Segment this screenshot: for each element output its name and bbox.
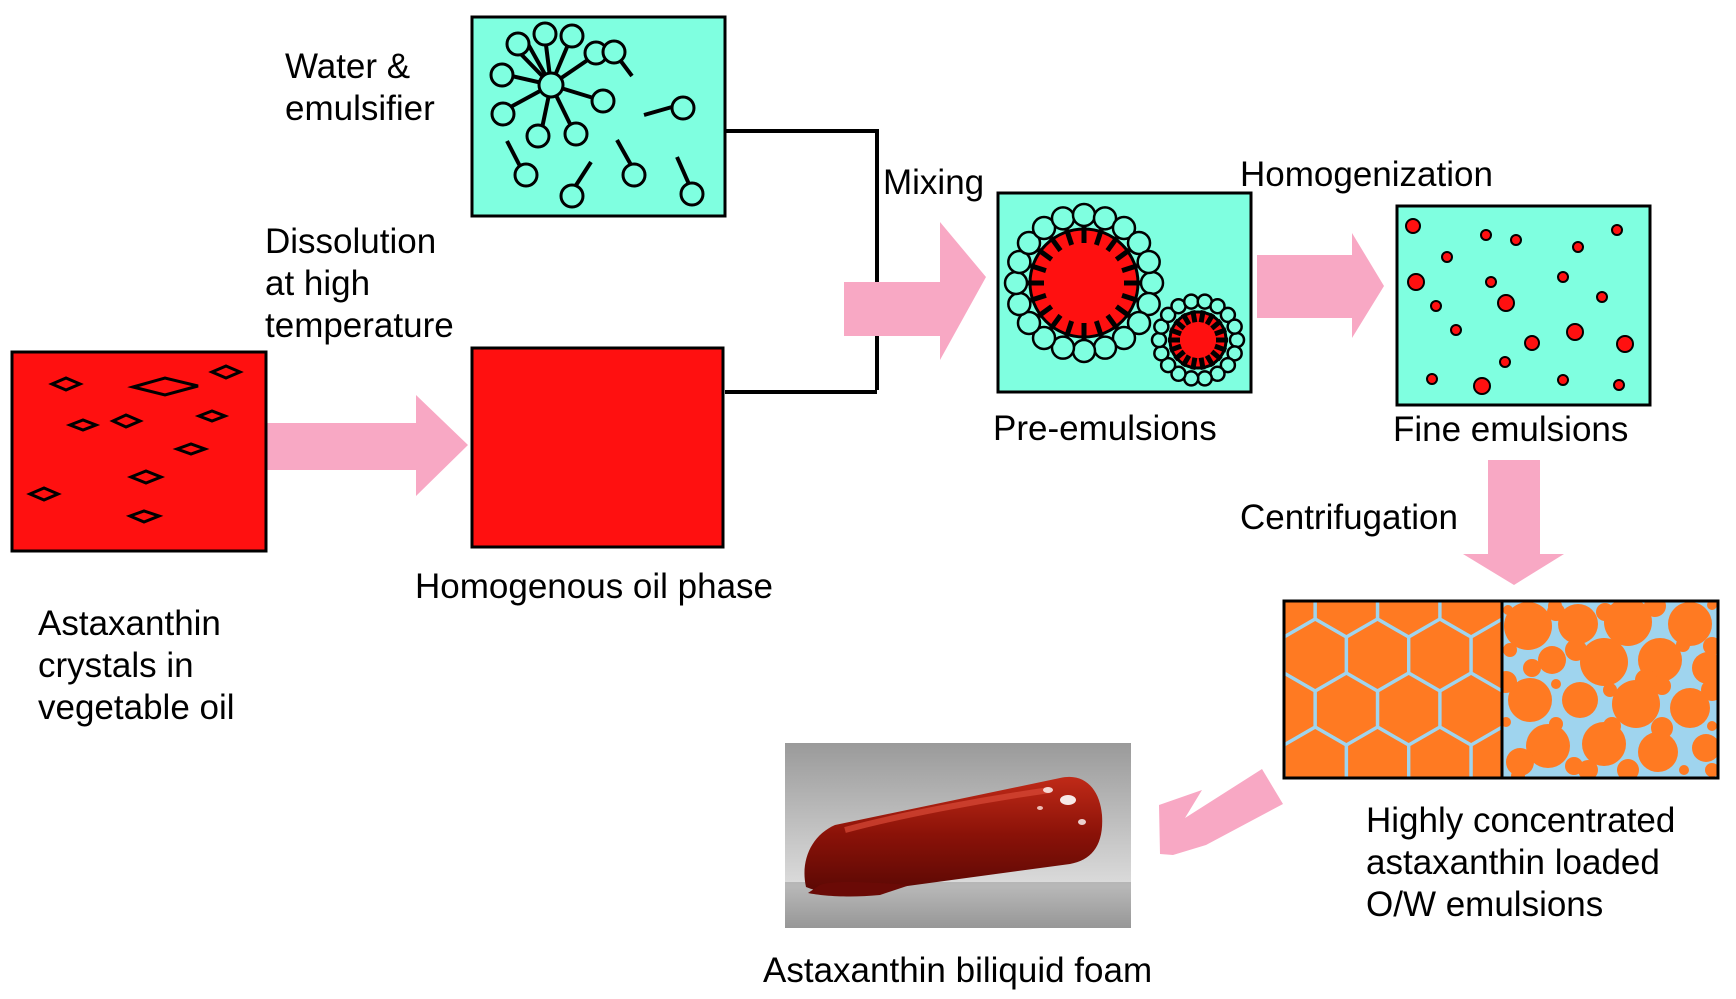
label-homogenous-oil: Homogenous oil phase [415, 567, 774, 606]
arrow-mixing [844, 222, 986, 360]
label-dissolution: Dissolution at high temperature [265, 222, 454, 345]
label-homogenization: Homogenization [1240, 155, 1493, 194]
arrow-homogenization [1257, 233, 1384, 338]
label-water-emulsifier: Water & emulsifier [285, 47, 435, 128]
label-mixing: Mixing [883, 163, 985, 202]
label-fine-emulsions: Fine emulsions [1393, 410, 1629, 449]
label-centrifugation: Centrifugation [1240, 498, 1458, 537]
crystal-icons [26, 364, 244, 524]
pre-emulsion-droplets [1003, 202, 1246, 387]
polyhedral-foam-cells [1284, 601, 1502, 778]
spherical-foam-cells [1502, 601, 1718, 778]
connector-line-water [725, 129, 879, 390]
arrow-dissolution [266, 395, 468, 496]
label-astaxanthin-crystals: Astaxanthin crystals in vegetable oil [38, 604, 235, 727]
homogenous-oil-box [470, 346, 725, 549]
label-pre-emulsions: Pre-emulsions [993, 409, 1217, 448]
arrow-centrifugation [1463, 460, 1564, 585]
label-biliquid-foam: Astaxanthin biliquid foam [763, 951, 1153, 990]
label-concentrated-emulsions: Highly concentrated astaxanthin loaded O… [1366, 801, 1676, 924]
arrow-to-foam [1159, 769, 1283, 855]
biliquid-foam-photo [785, 743, 1131, 928]
emulsifier-molecules-icon [489, 21, 705, 209]
fine-emulsion-droplets [1405, 218, 1634, 395]
